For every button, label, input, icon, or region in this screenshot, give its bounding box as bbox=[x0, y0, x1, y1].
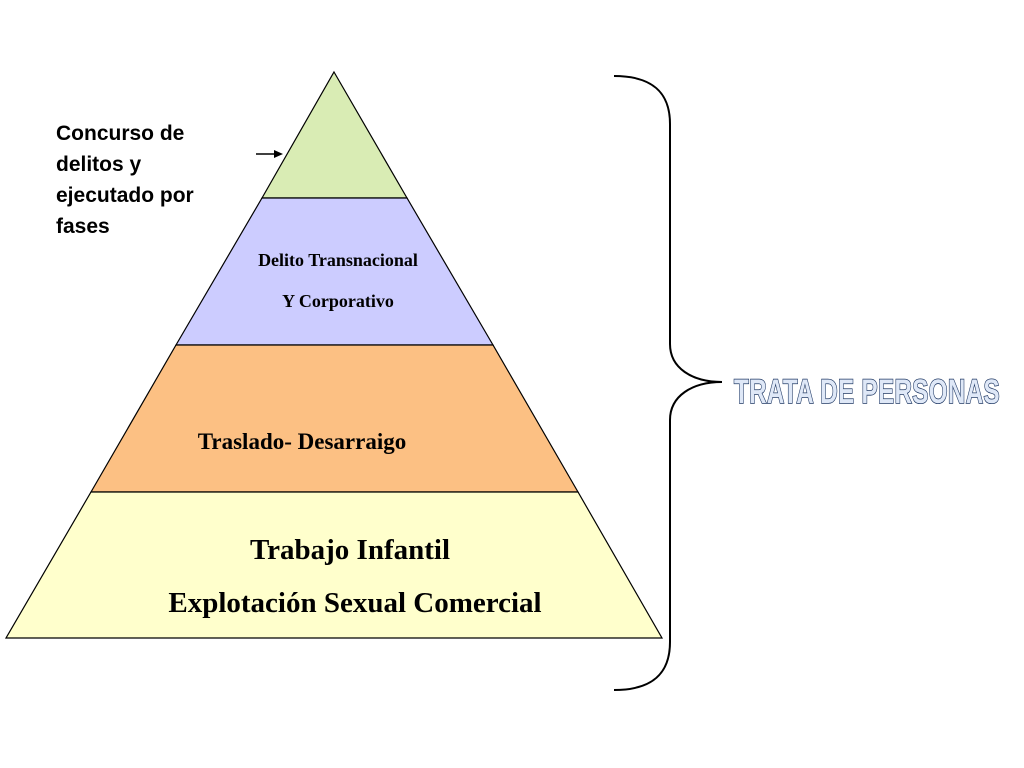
tier-base-label-1: Trabajo Infantil bbox=[250, 534, 450, 566]
tier-displacement-label: Traslado- Desarraigo bbox=[198, 429, 406, 454]
pyramid-tier-displacement bbox=[89, 344, 580, 493]
brace-label: TRATA DE PERSONAS bbox=[734, 373, 1000, 411]
curly-brace bbox=[613, 75, 723, 691]
side-note-line: delitos y bbox=[56, 153, 142, 176]
tier-base-label-2: Explotación Sexual Comercial bbox=[168, 587, 541, 619]
side-note: Concurso de delitos y ejecutado por fase… bbox=[56, 118, 256, 242]
side-note-line: ejecutado por bbox=[56, 184, 194, 207]
side-note-line: fases bbox=[56, 215, 110, 238]
pyramid-apex bbox=[260, 70, 409, 199]
tier-transnational-label-1: Delito Transnacional bbox=[258, 250, 418, 270]
tier-transnational-label-2: Y Corporativo bbox=[282, 291, 394, 311]
side-note-line: Concurso de bbox=[56, 122, 185, 145]
arrow-right-icon bbox=[256, 150, 283, 158]
pyramid-tier-base bbox=[4, 491, 664, 639]
